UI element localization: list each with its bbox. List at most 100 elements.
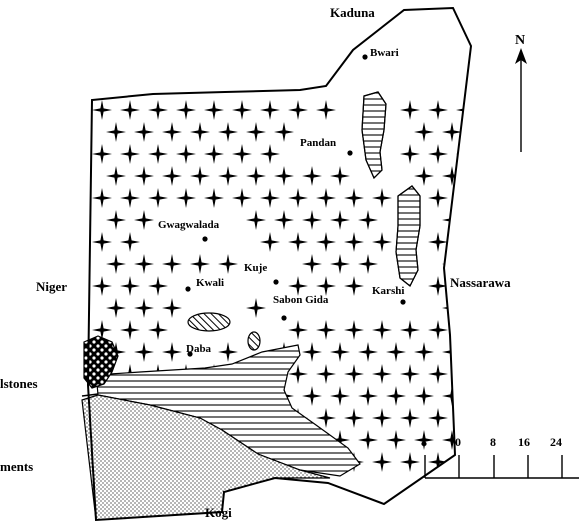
basement-star-symbol: [414, 342, 434, 362]
basement-star-symbol: [456, 408, 471, 428]
basement-star-symbol: [106, 298, 126, 318]
basement-star-symbol: [162, 254, 182, 274]
basement-star-symbol: [456, 320, 471, 340]
town-label: Daba: [186, 343, 212, 355]
basement-star-symbol: [120, 320, 140, 340]
basement-star-symbol: [316, 100, 336, 120]
basement-star-symbol: [372, 320, 392, 340]
fct-boundary: [86, 6, 473, 522]
basement-star-symbol: [176, 144, 196, 164]
scale-label: 16: [518, 435, 530, 449]
north-arrow-label: N: [515, 33, 525, 48]
basement-star-symbol: [120, 144, 140, 164]
basement-star-symbol: [330, 254, 350, 274]
basement-star-symbol: [162, 166, 182, 186]
basement-star-symbol: [316, 320, 336, 340]
basement-star-symbol: [344, 276, 364, 296]
basement-star-symbol: [120, 276, 140, 296]
basement-star-symbol: [260, 188, 280, 208]
basement-star-symbol: [400, 320, 420, 340]
diagonal-body-kwali: [187, 312, 231, 332]
basement-star-symbol: [302, 386, 322, 406]
basement-star-symbol: [246, 298, 266, 318]
scale-label: 24: [550, 435, 562, 449]
basement-star-symbol: [316, 276, 336, 296]
basement-star-symbol: [218, 342, 238, 362]
basement-star-symbol: [134, 210, 154, 230]
basement-star-symbol: [428, 100, 448, 120]
basement-star-symbol: [316, 408, 336, 428]
legend-mudstones-label: lstones: [0, 376, 38, 391]
basement-star-symbol: [302, 210, 322, 230]
basement-star-symbol: [344, 232, 364, 252]
basement-star-symbol: [218, 122, 238, 142]
scale-label: 0: [455, 435, 461, 449]
basement-star-symbol: [204, 100, 224, 120]
basement-star-symbol: [134, 298, 154, 318]
town-label: Sabon Gida: [273, 294, 329, 306]
scale-bar: 8 0 8 16 24: [421, 435, 579, 479]
basement-star-symbol: [176, 188, 196, 208]
basement-star-symbol: [358, 386, 378, 406]
basement-star-symbol: [246, 122, 266, 142]
town-dot: [281, 315, 287, 321]
north-arrow: N: [515, 33, 527, 152]
basement-star-symbol: [400, 144, 420, 164]
basement-star-symbol: [414, 166, 434, 186]
basement-star-symbol: [302, 254, 322, 274]
basement-star-symbol: [288, 276, 308, 296]
basement-star-symbol: [414, 122, 434, 142]
basement-star-symbol: [162, 122, 182, 142]
basement-star-symbol: [148, 100, 168, 120]
basement-star-symbol: [442, 298, 462, 318]
basement-star-symbol: [316, 232, 336, 252]
basement-star-symbol: [302, 166, 322, 186]
basement-star-symbol: [386, 342, 406, 362]
town-label: Kuje: [244, 262, 267, 274]
basement-star-symbol: [260, 144, 280, 164]
basement-star-symbol: [330, 342, 350, 362]
basement-star-symbol: [316, 364, 336, 384]
basement-star-symbol: [344, 364, 364, 384]
basement-star-symbol: [190, 122, 210, 142]
north-arrow-head-icon: [515, 48, 527, 64]
basement-star-symbol: [330, 386, 350, 406]
basement-star-symbol: [344, 188, 364, 208]
basement-star-symbol: [176, 100, 196, 120]
scale-label: 8: [421, 435, 427, 449]
town-label: Karshi: [372, 285, 404, 297]
town-dot: [202, 236, 208, 242]
basement-star-symbol: [400, 408, 420, 428]
town-pandan: Pandan: [300, 137, 353, 156]
banded-body-pandan-fill: [361, 91, 387, 180]
town-karshi: Karshi: [372, 285, 406, 305]
basement-star-symbol: [260, 100, 280, 120]
basement-star-symbol: [274, 122, 294, 142]
basement-star-symbol: [358, 210, 378, 230]
basement-star-symbol: [428, 408, 448, 428]
basement-star-symbol: [134, 254, 154, 274]
basement-star-symbol: [288, 188, 308, 208]
basement-star-symbol: [148, 276, 168, 296]
basement-star-symbol: [414, 386, 434, 406]
basement-star-symbol: [246, 210, 266, 230]
basement-star-symbol: [456, 100, 471, 120]
basement-star-symbol: [148, 144, 168, 164]
basement-star-symbol: [302, 342, 322, 362]
basement-star-symbol: [428, 188, 448, 208]
basement-star-symbol: [288, 100, 308, 120]
town-dot: [400, 299, 406, 305]
basement-star-symbol: [134, 166, 154, 186]
basement-star-symbol: [106, 254, 126, 274]
town-label: Pandan: [300, 137, 336, 149]
neighbor-north-label: Kaduna: [330, 5, 375, 20]
checkered-outcrop: [83, 335, 119, 389]
basement-star-symbol: [190, 166, 210, 186]
basement-star-symbol: [386, 386, 406, 406]
legend-separator: [81, 393, 99, 397]
basement-star-symbol: [106, 166, 126, 186]
basement-star-symbol: [372, 188, 392, 208]
banded-body-karshi-fill: [395, 185, 421, 287]
basement-star-symbol: [344, 320, 364, 340]
